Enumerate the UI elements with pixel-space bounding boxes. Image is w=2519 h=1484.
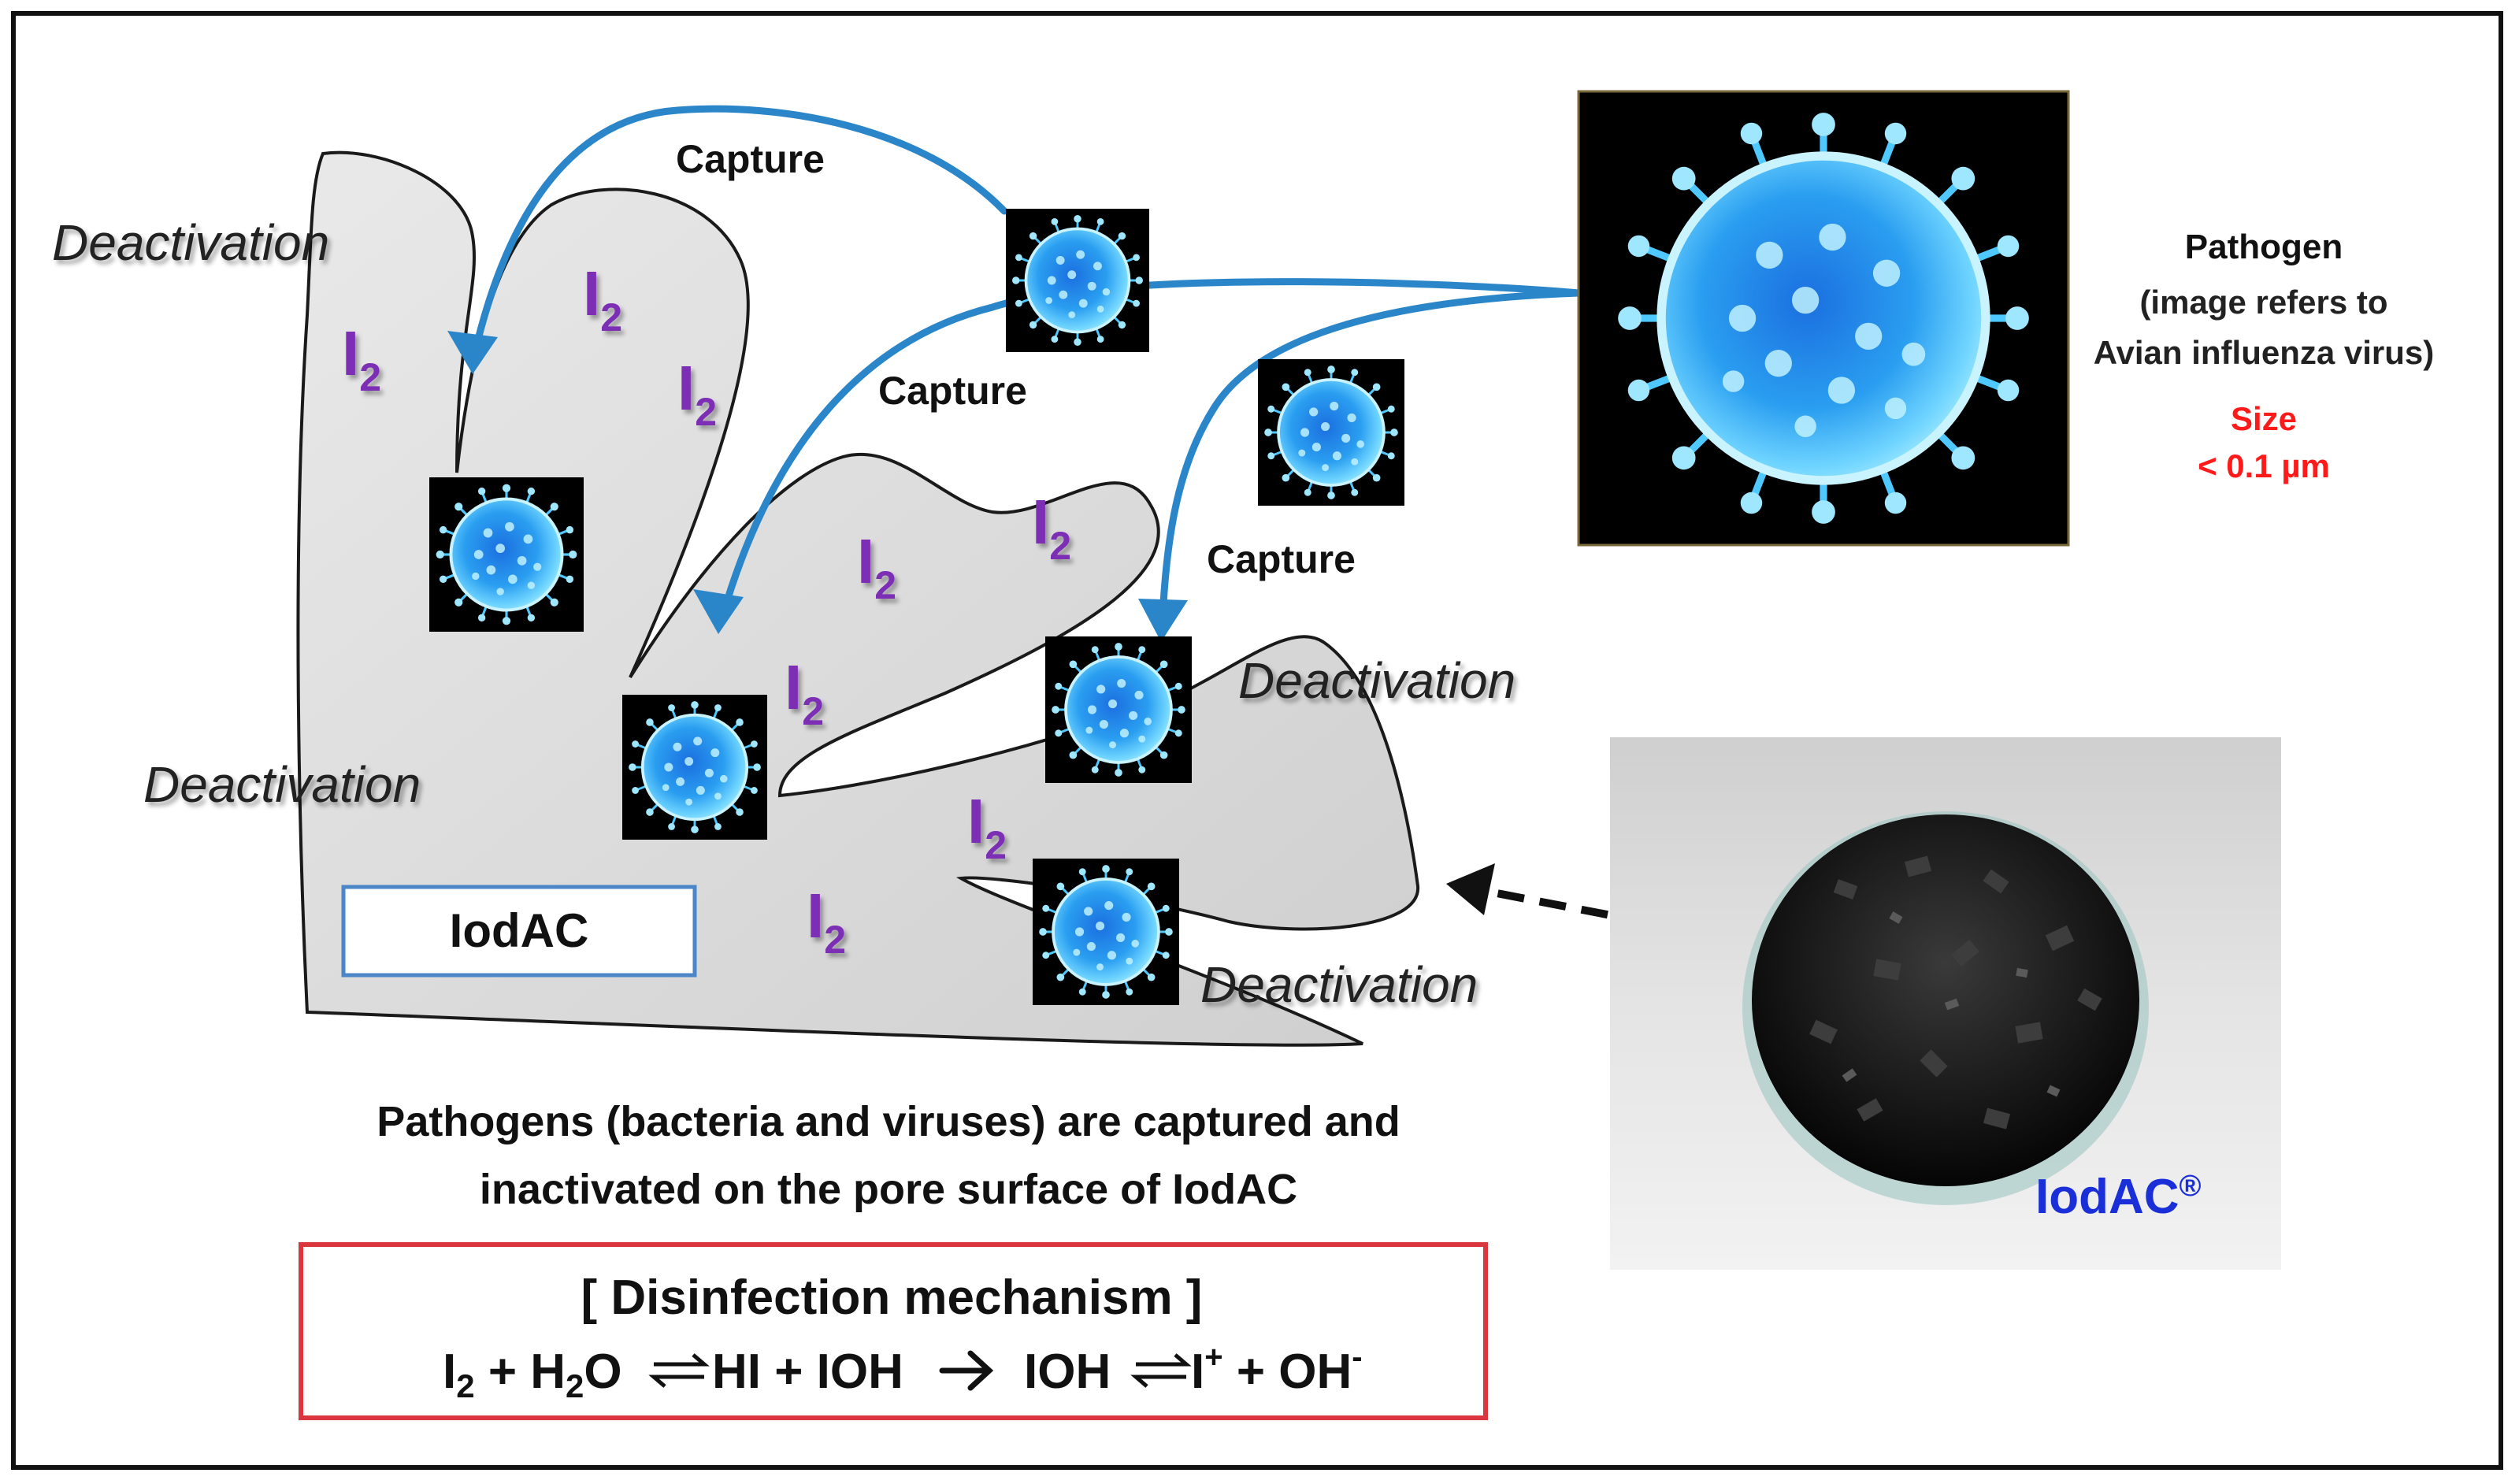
- deactivation-label-3: Deactivation: [1238, 652, 1515, 709]
- mechanism-title: [ Disinfection mechanism ]: [581, 1271, 1203, 1325]
- virus-icon: [1004, 209, 1151, 352]
- deactivation-label-4: Deactivation: [1200, 956, 1478, 1013]
- virus-icon: [429, 477, 584, 632]
- photo-label: IodAC®: [2035, 1170, 2202, 1224]
- capture-label-2: Capture: [878, 369, 1027, 413]
- mechanism-equation: I2 + H2O: [443, 1345, 622, 1404]
- mechanism-ions: I+ + OH-: [1191, 1340, 1363, 1399]
- activated-carbon-photo: IodAC®: [1610, 737, 2281, 1270]
- iodine-label: I2: [342, 318, 381, 399]
- virus-icon: [1044, 636, 1193, 783]
- virus-icon: [621, 695, 769, 840]
- iodine-label: I2: [967, 786, 1007, 867]
- virus-icon: [1598, 93, 2049, 544]
- iodine-label: I2: [857, 526, 896, 607]
- mechanism-box: [ Disinfection mechanism ] I2 + H2O HI +…: [299, 1242, 1488, 1420]
- dashed-arrow-icon: [1446, 863, 1734, 943]
- pathogen-line2: Avian influenza virus): [2094, 334, 2435, 371]
- virus-icon: [1031, 859, 1181, 1005]
- pathogen-line1: (image refers to: [2139, 284, 2387, 321]
- capture-arrows: [469, 105, 1583, 634]
- capture-arrow-1: [469, 105, 1008, 366]
- reaction-arrow-icon: [939, 1350, 994, 1391]
- iodine-label: I2: [677, 353, 717, 434]
- capture-label-3: Capture: [1207, 537, 1356, 581]
- iodine-label: I2: [1032, 487, 1071, 568]
- equilibrium-arrow-icon: [1130, 1353, 1192, 1388]
- pathogen-title: Pathogen: [2185, 228, 2343, 266]
- pathogen-size-label: Size: [2231, 400, 2297, 437]
- caption-line1: Pathogens (bacteria and viruses) are cap…: [377, 1098, 1400, 1145]
- iodine-label: I2: [807, 881, 846, 962]
- pathogen-image: [1577, 90, 2070, 547]
- material-box-label: IodAC: [450, 904, 589, 957]
- capture-label-1: Capture: [676, 137, 825, 181]
- deactivation-label-1: Deactivation: [52, 214, 329, 271]
- caption: Pathogens (bacteria and viruses) are cap…: [377, 1098, 1400, 1213]
- capture-arrow-3: [1158, 289, 1583, 634]
- iodine-labels: I2 I2 I2 I2 I2 I2 I2 I2: [342, 258, 1071, 962]
- capture-arrow-2: [717, 278, 1583, 626]
- virus-icon: [1256, 359, 1406, 506]
- mechanism-ioh: IOH: [1024, 1345, 1111, 1399]
- iodac-pore-structure: [296, 150, 1420, 1047]
- pathogen-info: Pathogen (image refers to Avian influenz…: [2094, 228, 2435, 484]
- iodine-label: I2: [785, 652, 824, 733]
- iodine-label: I2: [583, 258, 622, 339]
- pathogen-size-value: < 0.1 µm: [2198, 447, 2330, 484]
- material-box: IodAC: [341, 885, 697, 978]
- equilibrium-arrow-icon: [648, 1353, 710, 1388]
- deactivation-label-2: Deactivation: [143, 756, 421, 813]
- caption-line2: inactivated on the pore surface of IodAC: [480, 1166, 1297, 1213]
- mechanism-products: HI + IOH: [712, 1345, 903, 1399]
- capture-arrowheads: [447, 331, 1188, 642]
